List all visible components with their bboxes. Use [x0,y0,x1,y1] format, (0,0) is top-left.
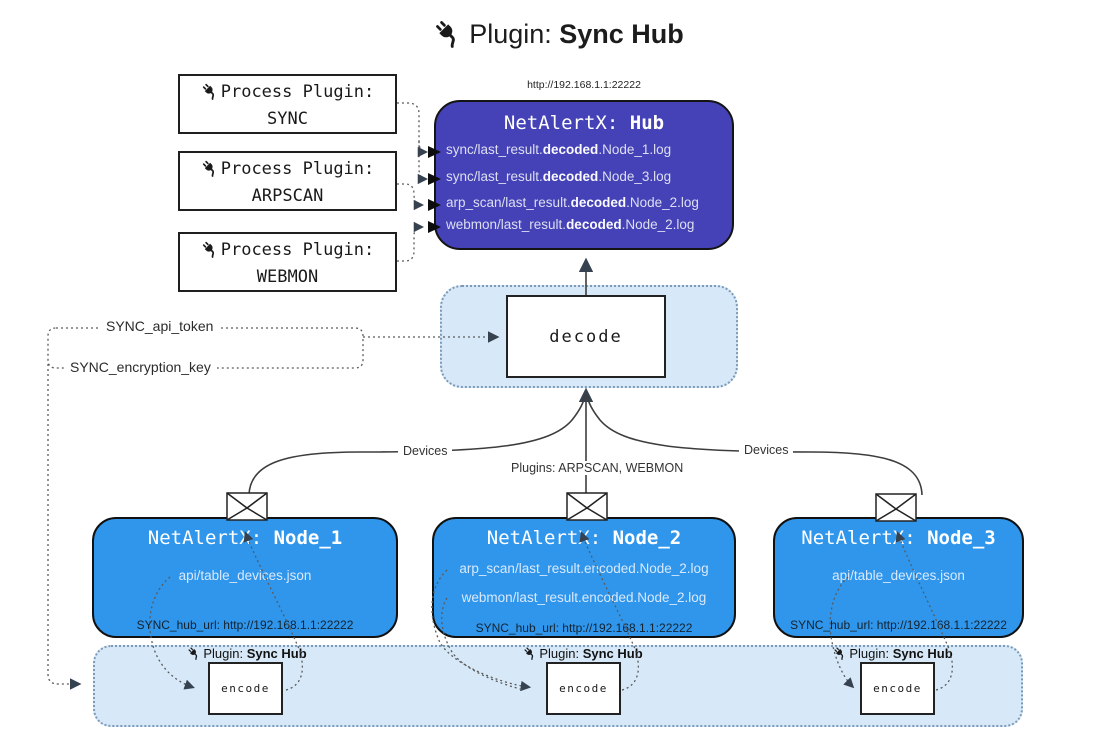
envelope-icon [226,492,268,521]
process-plugin-name: ARPSCAN [251,186,324,206]
title-prefix: Plugin: [469,19,560,49]
sync-encryption-key-label: SYNC_encryption_key [64,359,217,375]
hub-box [434,100,734,250]
hub-log-line: sync/last_result.decoded.Node_1.log [446,142,672,157]
page-title: Plugin: Sync Hub [0,18,1117,50]
plug-icon [833,646,847,660]
sync-api-token-label: SYNC_api_token [100,318,220,334]
hub-log-line: sync/last_result.decoded.Node_3.log [446,169,672,184]
hub-title-prefix: NetAlertX: [503,112,630,134]
node-3-file: api/table_devices.json [832,568,965,583]
hub-title: NetAlertX: Hub [434,112,734,134]
node-2-file: webmon/last_result.encoded.Node_2.log [461,590,707,605]
webmon-plugin-link [397,221,425,262]
process-plugin-label: Process Plugin: [220,240,375,260]
process-plugin-webmon: Process Plugin: WEBMON [178,232,397,292]
node-2-hub-url: SYNC_hub_url: http://192.168.1.1:22222 [475,621,693,635]
plug-icon [201,82,219,100]
arpscan-plugin-link [397,183,425,211]
plug-icon [201,240,219,258]
hub-title-bold: Hub [629,112,665,134]
plug-icon [187,646,201,660]
sync-plugin-link [397,102,429,185]
plug-icon [433,18,463,48]
node-1-hub-url: SYNC_hub_url: http://192.168.1.1:22222 [136,618,354,632]
title-bold: Sync Hub [559,19,684,49]
plugins-label: Plugins: ARPSCAN, WEBMON [506,461,689,475]
devices-right-label: Devices [739,443,794,457]
process-plugin-name: SYNC [267,109,308,129]
process-plugin-arpscan: Process Plugin: ARPSCAN [178,151,397,211]
node-1-file: api/table_devices.json [178,568,312,583]
envelope-icon [566,492,608,521]
encoder-1-label: Plugin: Sync Hub [172,646,322,661]
devices-left-label: Devices [398,444,453,458]
node-2-file: arp_scan/last_result.encoded.Node_2.log [459,561,709,576]
process-plugin-label: Process Plugin: [220,82,375,102]
process-plugin-sync: Process Plugin: SYNC [178,74,397,134]
node-1-title: NetAlertX: Node_1 [147,527,343,549]
encoder-3-label: Plugin: Sync Hub [818,646,968,661]
node-3-hub-url: SYNC_hub_url: http://192.168.1.1:22222 [790,618,1007,632]
token-to-encode-panel [47,364,82,690]
hub-url: http://192.168.1.1:22222 [527,79,641,91]
process-plugin-name: WEBMON [256,267,319,287]
encode-box-2: encode [546,662,621,715]
plug-icon [523,646,537,660]
encode-box-3: encode [860,662,935,715]
node-2-title: NetAlertX: Node_2 [486,527,682,549]
sync-plugin-link-branch [417,140,429,158]
decode-box: decode [506,295,666,378]
hub-log-line: webmon/last_result.decoded.Node_2.log [446,217,695,232]
plug-icon [201,159,219,177]
encode-box-1: encode [208,662,283,715]
hub-log-line: arp_scan/last_result.decoded.Node_2.log [446,195,699,210]
node-3-title: NetAlertX: Node_3 [801,527,996,549]
encoder-2-label: Plugin: Sync Hub [508,646,658,661]
process-plugin-label: Process Plugin: [220,159,375,179]
